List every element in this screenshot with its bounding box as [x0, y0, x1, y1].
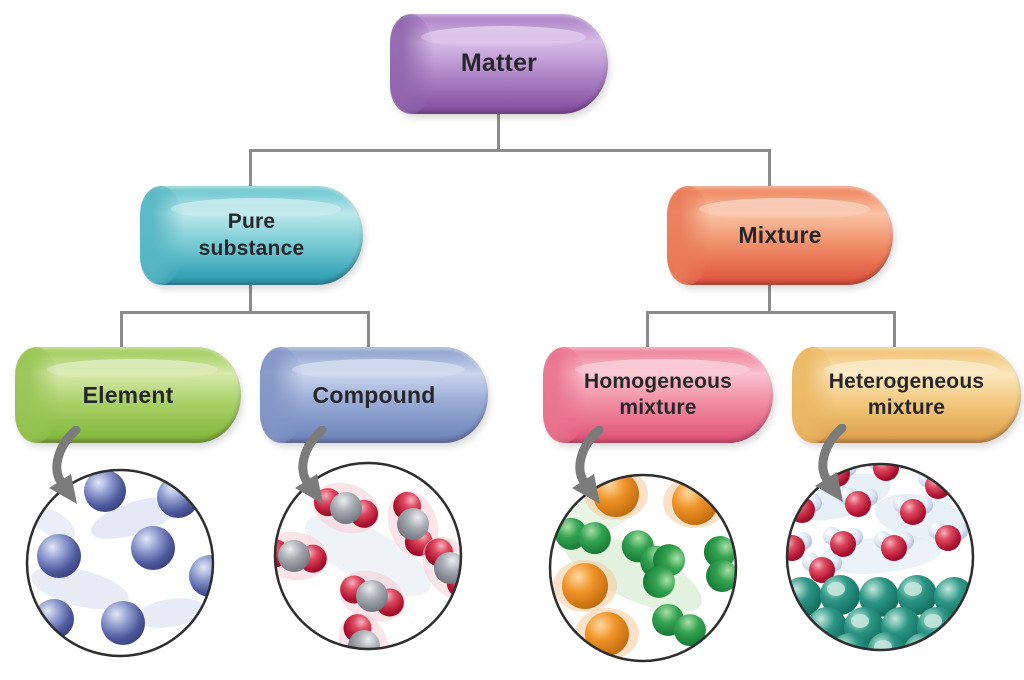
green-diatomic-molecule [703, 536, 736, 592]
node-heterogeneous-mixture-label: Heterogeneous mixture [828, 369, 985, 419]
curved-arrow-down-icon [572, 426, 604, 504]
node-heterogeneous-mixture: Heterogeneous mixture [792, 347, 1021, 443]
orange-atom-sphere [585, 612, 629, 656]
node-homogeneous-mixture-label: Homogeneous mixture [583, 369, 733, 419]
node-compound-label: Compound [312, 381, 436, 408]
homogeneous-mixture-illustration [548, 473, 738, 663]
connector-level1-horizontal [249, 149, 771, 152]
atom-sphere [37, 534, 81, 578]
node-element-label: Element [82, 381, 174, 408]
co2-molecule [387, 490, 439, 558]
co2-molecule [339, 570, 405, 622]
connector-to-pure-substance [249, 149, 252, 188]
heterogeneous-circle-outline [785, 462, 975, 652]
node-matter: Matter [390, 14, 608, 114]
node-compound: Compound [260, 347, 488, 443]
element-circle-background [27, 470, 213, 656]
green-diatomic-molecule [652, 603, 706, 647]
atom-sphere [34, 599, 74, 639]
co2-molecule [312, 482, 380, 534]
atom-sphere [189, 555, 213, 597]
compound-circle-outline [273, 461, 463, 651]
node-element: Element [15, 347, 241, 443]
compound-particles-illustration [273, 461, 463, 651]
node-matter-label: Matter [460, 49, 538, 78]
homogeneous-circle-outline [548, 473, 738, 663]
connector-to-compound [367, 311, 370, 349]
connector-mixture-branch-horizontal [646, 311, 896, 314]
connector-pure-branch-horizontal [120, 311, 370, 314]
element-circle-outline [25, 468, 215, 658]
node-mixture-label: Mixture [738, 222, 822, 249]
connector-to-mixture [768, 149, 771, 188]
node-pure-substance-label: Pure substance [198, 210, 305, 260]
connector-mixture-down [768, 284, 771, 313]
co2-molecule [338, 613, 390, 649]
node-mixture: Mixture [667, 186, 893, 285]
atom-sphere [157, 476, 199, 518]
node-pure-substance: Pure substance [140, 186, 363, 285]
node-homogeneous-mixture: Homogeneous mixture [543, 347, 773, 443]
connector-matter-down [497, 114, 500, 152]
connector-to-homogeneous [646, 311, 649, 349]
green-diatomic-molecule [642, 544, 686, 598]
orange-atom-sphere [562, 563, 608, 609]
connector-to-element [120, 311, 123, 349]
atom-sphere [131, 526, 175, 570]
atom-sphere [101, 601, 145, 645]
co2-molecule [275, 531, 328, 581]
element-particles-illustration [25, 468, 215, 658]
green-diatomic-molecule [555, 517, 611, 555]
curved-arrow-down-icon [815, 424, 847, 502]
curved-arrow-down-icon [49, 426, 81, 504]
orange-atom-sphere [672, 479, 718, 525]
curved-arrow-down-icon [295, 426, 327, 504]
connector-to-heterogeneous [893, 311, 896, 349]
connector-pure-substance-down [249, 284, 252, 313]
atom-sphere [84, 470, 126, 512]
